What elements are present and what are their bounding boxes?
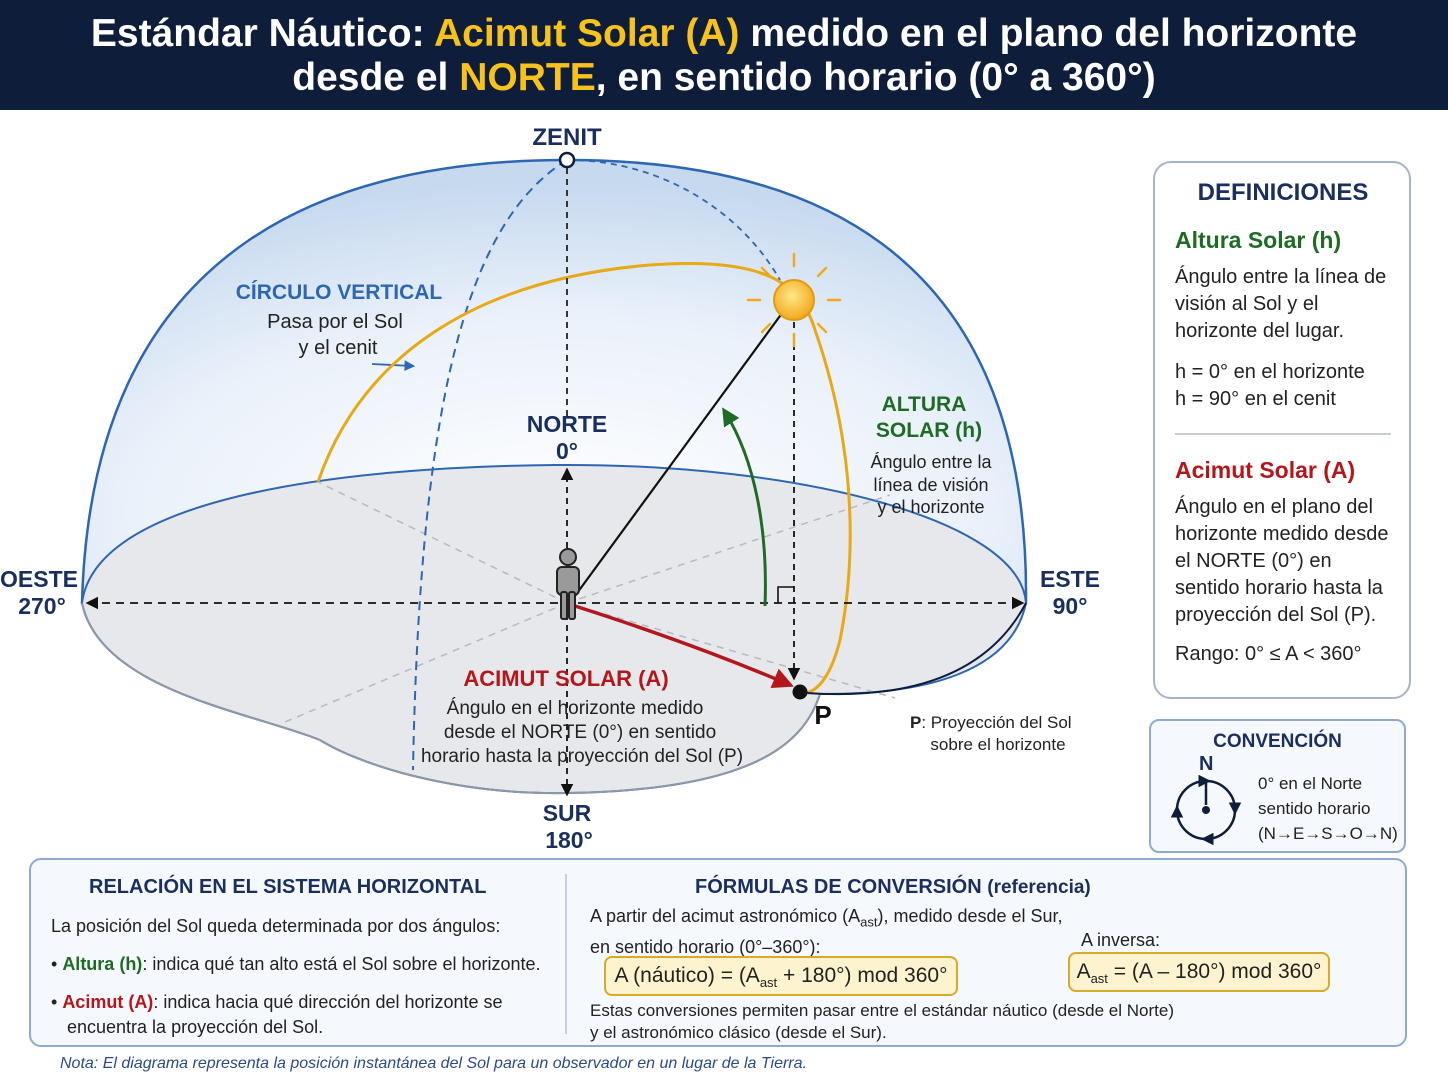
altitude-line-2: línea de visión bbox=[873, 475, 988, 495]
relation-intro: La posición del Sol queda determinada po… bbox=[51, 916, 501, 936]
relation-bullet-azimuth: • Acimut (A): indica hacia qué dirección… bbox=[51, 992, 503, 1037]
formula-nautical: A (náutico) = (Aast + 180°) mod 360° bbox=[604, 956, 958, 996]
azimuth-definition-text: Ángulo en el plano del horizonte medido … bbox=[1175, 496, 1389, 626]
horizon-grid-lines bbox=[284, 481, 896, 723]
projection-note-line-1: P: Proyección del Sol bbox=[910, 713, 1072, 732]
sun-icon bbox=[746, 252, 842, 348]
convention-title: CONVENCIÓN bbox=[1213, 731, 1342, 752]
right-angle-marker bbox=[777, 586, 794, 603]
horizon-front-edge bbox=[81, 602, 821, 795]
vertical-circle-line-2: y el cenit bbox=[299, 337, 378, 359]
east-degrees: 90° bbox=[1053, 593, 1088, 619]
title-line-1: Estándar Náutico: Acimut Solar (A) medid… bbox=[90, 12, 1358, 55]
altitude-title-1: ALTURA bbox=[882, 393, 967, 416]
azimuth-line-3: horario hasta la proyección del Sol (P) bbox=[421, 746, 743, 767]
south-label: SUR bbox=[543, 800, 592, 826]
altitude-line-1: Ángulo entre la bbox=[870, 452, 992, 472]
formulas-intro: A partir del acimut astronómico (Aast), … bbox=[590, 906, 1063, 957]
relation-formulas-panel: RELACIÓN EN EL SISTEMA HORIZONTAL La pos… bbox=[29, 858, 1407, 1047]
convention-panel: CONVENCIÓN N 0° en el Norte sentido hora… bbox=[1149, 719, 1406, 853]
convention-text: 0° en el Norte sentido horario (N→E→S→O→… bbox=[1258, 774, 1398, 843]
bottom-divider bbox=[565, 874, 567, 1034]
azimuth-line-1: Ángulo en el horizonte medido bbox=[447, 698, 704, 719]
title-banner: Estándar Náutico: Acimut Solar (A) medid… bbox=[0, 0, 1448, 110]
line-of-sight bbox=[571, 304, 789, 601]
west-degrees: 270° bbox=[18, 593, 66, 619]
clockwise-compass-icon bbox=[1170, 774, 1242, 846]
azimuth-definition-title: Acimut Solar (A) bbox=[1175, 457, 1356, 483]
azimuth-line-2: desde el NORTE (0°) en sentido bbox=[444, 722, 716, 743]
footnote: Nota: El diagrama representa la posición… bbox=[60, 1055, 807, 1072]
celestial-sphere-diagram: ZENIT NORTE 0° SUR 180° ESTE 90° OESTE 2… bbox=[0, 124, 1100, 853]
observer-icon bbox=[556, 548, 580, 620]
vertical-circle-line-1: Pasa por el Sol bbox=[267, 311, 403, 333]
zenith-label: ZENIT bbox=[532, 124, 602, 151]
title-highlight-norte: NORTE bbox=[459, 56, 596, 99]
formula-inverse: Aast = (A – 180°) mod 360° bbox=[1068, 952, 1330, 992]
altitude-h90: h = 90° en el cenit bbox=[1175, 388, 1336, 410]
zenith-point bbox=[558, 151, 576, 169]
relation-bullet-altitude: • Altura (h): indica qué tan alto está e… bbox=[51, 954, 541, 974]
azimuth-arrow bbox=[574, 604, 794, 689]
altitude-h0: h = 0° en el horizonte bbox=[1175, 361, 1365, 383]
south-degrees: 180° bbox=[545, 827, 593, 853]
altitude-definition-text: Ángulo entre la línea de visión al Sol y… bbox=[1175, 266, 1387, 342]
horizon-arc-front bbox=[805, 602, 1027, 696]
vertical-circle bbox=[412, 159, 568, 771]
east-label: ESTE bbox=[1040, 566, 1100, 592]
altitude-title-2: SOLAR (h) bbox=[876, 419, 982, 442]
projection-point bbox=[792, 684, 808, 700]
azimuth-title: ACIMUT SOLAR (A) bbox=[463, 666, 668, 691]
title-line-2: desde el NORTE, en sentido horario (0° a… bbox=[292, 56, 1156, 99]
title-highlight-acimut: Acimut Solar (A) bbox=[434, 12, 740, 55]
meridian-to-sun bbox=[566, 159, 781, 281]
north-label: NORTE bbox=[527, 411, 608, 437]
altitude-arc bbox=[722, 407, 767, 607]
relation-title: RELACIÓN EN EL SISTEMA HORIZONTAL bbox=[89, 876, 487, 898]
definitions-panel: DEFINICIONES Altura Solar (h) Ángulo ent… bbox=[1153, 161, 1411, 699]
altitude-definition-title: Altura Solar (h) bbox=[1175, 227, 1342, 253]
definitions-title: DEFINICIONES bbox=[1197, 179, 1369, 206]
formulas-title: FÓRMULAS DE CONVERSIÓN (referencia) bbox=[695, 876, 1091, 898]
west-label: OESTE bbox=[0, 566, 78, 592]
altitude-line-3: y el horizonte bbox=[877, 497, 984, 517]
north-degrees: 0° bbox=[556, 438, 578, 464]
vertical-circle-title: CÍRCULO VERTICAL bbox=[236, 281, 443, 304]
projection-note-line-2: sobre el horizonte bbox=[930, 735, 1065, 754]
definitions-divider bbox=[1175, 433, 1391, 435]
formula-inverse-label: A inversa: bbox=[1081, 930, 1161, 950]
convention-north-letter: N bbox=[1199, 753, 1214, 775]
formulas-footer: Estas conversiones permiten pasar entre … bbox=[590, 1001, 1174, 1042]
azimuth-range: Rango: 0° ≤ A < 360° bbox=[1175, 643, 1362, 665]
projection-label: P bbox=[814, 700, 831, 730]
